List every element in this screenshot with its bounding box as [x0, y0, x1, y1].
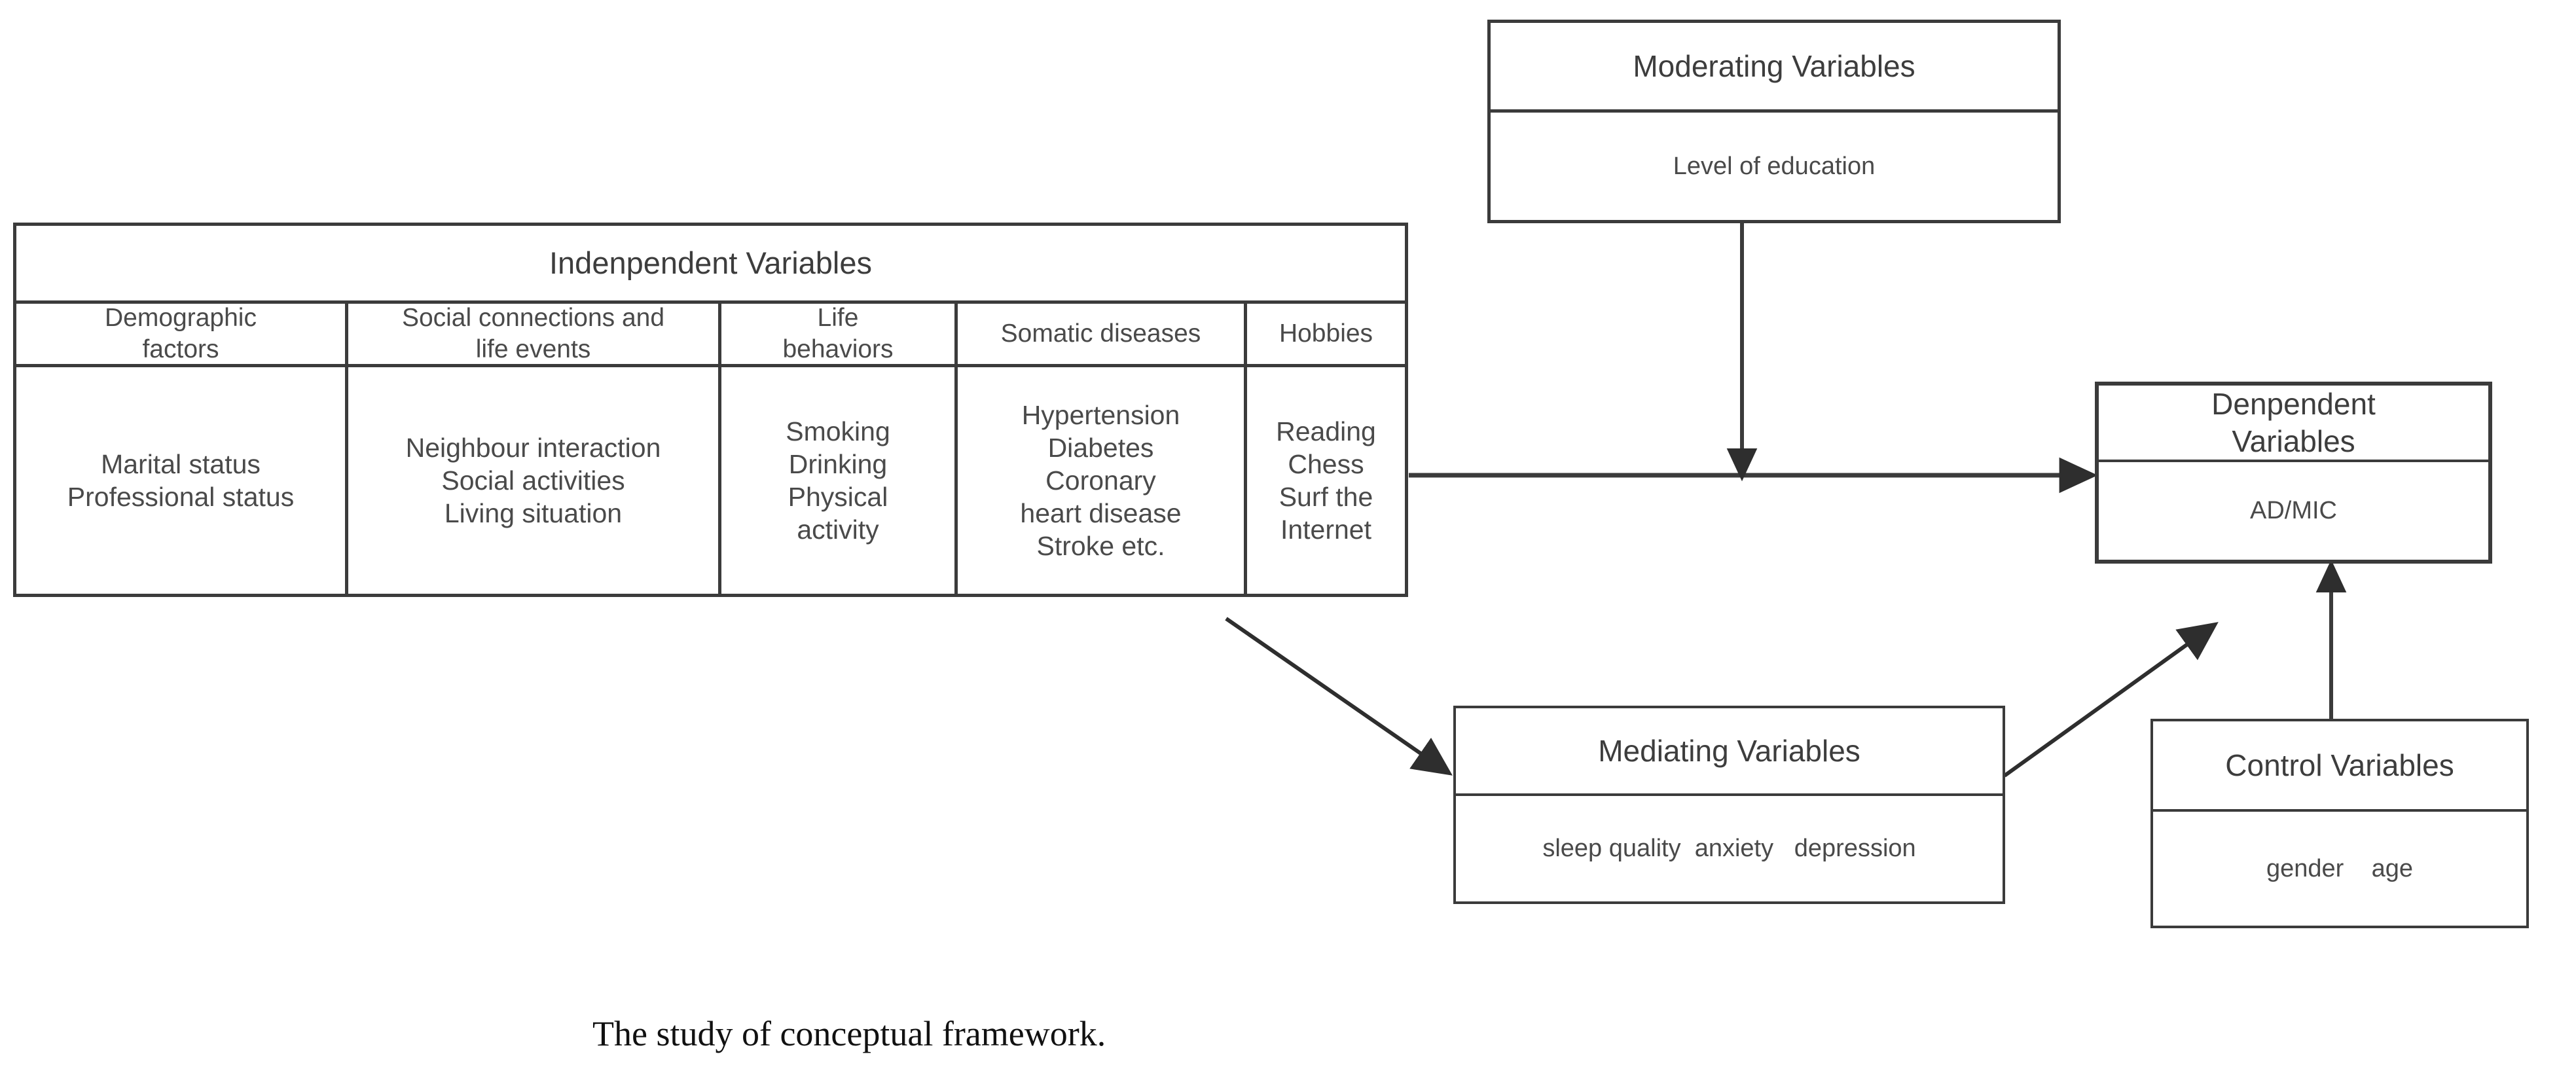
column-items-somatic-diseases: Hypertension Diabetes Coronary heart dis…	[1020, 399, 1182, 562]
moderating-variables-content: Level of education	[1673, 152, 1876, 180]
column-items-demographic-factors: Marital status Professional status	[67, 448, 295, 512]
control-variables-box: Control Variables gender age	[2150, 719, 2529, 928]
dependent-variables-content: AD/MIC	[2250, 497, 2337, 525]
dependent-variables-title: Denpendent Variables	[2211, 387, 2376, 458]
table-column-divider-3	[954, 300, 958, 594]
control-variables-content: gender age	[2266, 854, 2413, 882]
moderating-variables-box: Moderating Variables Level of education	[1487, 20, 2061, 223]
mediating-variables-title: Mediating Variables	[1598, 733, 1860, 768]
moderating-variables-title: Moderating Variables	[1633, 48, 1915, 83]
table-column-divider-2	[718, 300, 721, 594]
column-items-hobbies: Reading Chess Surf the Internet	[1276, 416, 1376, 545]
column-header-social-connections: Social connections and life events	[401, 304, 665, 363]
column-header-life-behaviors: Life behaviors	[782, 304, 894, 363]
column-header-somatic-diseases: Somatic diseases	[1000, 319, 1201, 348]
table-column-divider-4	[1244, 300, 1247, 594]
control-variables-divider	[2153, 809, 2526, 812]
table-column-divider-1	[345, 300, 348, 594]
control-variables-title: Control Variables	[2225, 748, 2454, 782]
dependent-variables-box: Denpendent Variables AD/MIC	[2095, 382, 2492, 564]
independent-variables-box: Indenpendent Variables Demographic facto…	[13, 223, 1408, 597]
figure-caption: The study of conceptual framework.	[592, 1014, 1106, 1053]
column-header-demographic-factors: Demographic factors	[105, 304, 257, 363]
table-row-divider-1	[16, 300, 1405, 304]
arrow-independent-to-mediating	[1225, 617, 1453, 776]
table-row-divider-2	[16, 364, 1405, 367]
column-items-life-behaviors: Smoking Drinking Physical activity	[786, 416, 890, 545]
column-header-hobbies: Hobbies	[1279, 319, 1373, 348]
mediating-variables-divider	[1456, 793, 2003, 796]
arrow-mediating-to-dependent	[2003, 622, 2219, 778]
moderating-variables-divider	[1491, 109, 2058, 113]
independent-variables-title: Indenpendent Variables	[549, 245, 873, 281]
mediating-variables-content: sleep quality anxiety depression	[1542, 835, 1916, 863]
mediating-variables-box: Mediating Variables sleep quality anxiet…	[1453, 706, 2005, 904]
dependent-variables-divider	[2099, 460, 2488, 462]
column-items-social-connections: Neighbour interaction Social activities …	[405, 432, 661, 528]
